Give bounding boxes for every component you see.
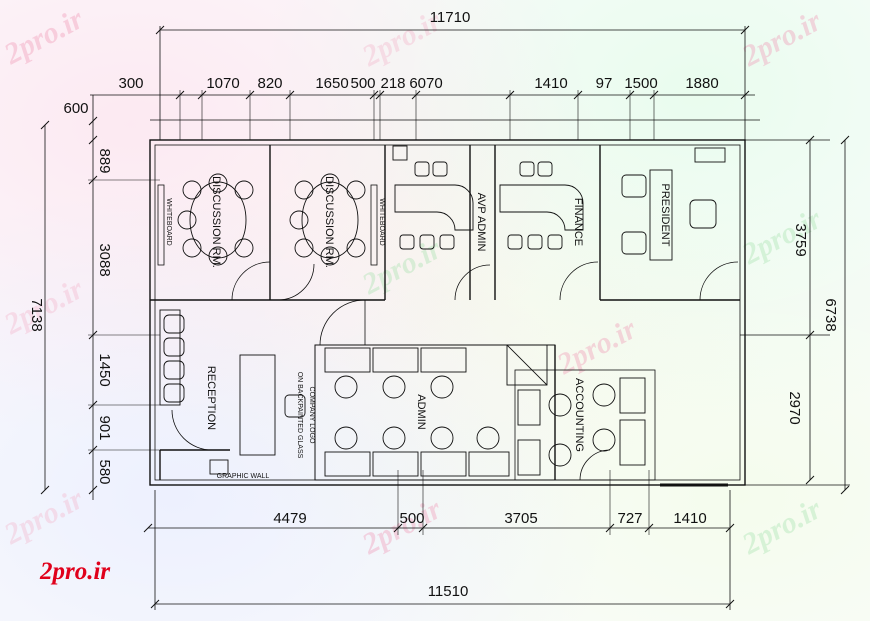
label-company-logo: COMPANY LOGO — [308, 387, 315, 444]
dim-top-9: 97 — [596, 75, 613, 92]
dim-right-1: 3759 — [792, 223, 809, 256]
dim-bottom-1: 4479 — [273, 510, 306, 527]
label-reception: RECEPTION — [205, 366, 217, 430]
label-president: PRESIDENT — [659, 184, 671, 247]
dim-top-4: 1650 — [315, 75, 348, 92]
label-admin: ADMIN — [415, 394, 427, 430]
dim-left-2: 889 — [96, 148, 113, 173]
dimension-ticks — [40, 25, 850, 609]
dim-right-outer: 6738 — [822, 298, 839, 331]
walls — [149, 139, 746, 487]
dim-bottom-3: 3705 — [504, 510, 537, 527]
site-brand[interactable]: 2pro.ir — [40, 558, 111, 585]
dim-top-total: 11710 — [430, 9, 471, 26]
admin-workstations — [324, 344, 548, 477]
dim-top-11: 1880 — [685, 75, 718, 92]
dim-left-1: 600 — [63, 100, 88, 117]
discussion-table-1 — [177, 173, 254, 266]
president-desk — [621, 147, 726, 261]
dim-top-8: 1410 — [534, 75, 567, 92]
whiteboards — [157, 184, 378, 266]
label-discussion-1: DISCUSSION RM. — [210, 176, 222, 268]
discussion-table-2 — [289, 173, 366, 266]
label-graphic-wall: GRAPHIC WALL — [217, 473, 270, 480]
dim-bottom-2: 500 — [399, 510, 424, 527]
dim-top-3: 820 — [257, 75, 282, 92]
label-whiteboard-1: WHITEBOARD — [165, 198, 172, 245]
dim-top-5: 500 — [350, 75, 375, 92]
label-finance: FINANCE — [572, 198, 584, 246]
label-whiteboard-2: WHITEBOARD — [378, 198, 385, 245]
label-backpainted-glass: ON BACKPAINTED GLASS — [296, 372, 303, 459]
extension-lines — [88, 90, 655, 535]
dim-left-5: 901 — [96, 415, 113, 440]
doors — [171, 261, 739, 481]
dim-top-10: 1500 — [624, 75, 657, 92]
dim-top-6: 218 — [380, 75, 405, 92]
dim-right-2: 2970 — [786, 391, 803, 424]
dim-bottom-total: 11510 — [428, 583, 469, 600]
dim-bottom-4: 727 — [617, 510, 642, 527]
dim-top-2: 1070 — [206, 75, 239, 92]
dim-left-outer: 7138 — [28, 298, 45, 331]
avp-desk — [392, 145, 474, 250]
label-avp-admin: AVP ADMIN — [475, 193, 487, 252]
label-discussion-2: DISCUSSION RM. — [323, 176, 335, 268]
dim-left-4: 1450 — [96, 353, 113, 386]
dim-top-7: 6070 — [409, 75, 442, 92]
dim-top-1: 300 — [118, 75, 143, 92]
dim-left-3: 3088 — [96, 243, 113, 276]
finance-desk — [499, 161, 584, 250]
reception-furniture — [159, 309, 306, 475]
label-accounting: ACCOUNTING — [573, 378, 585, 452]
accounting-furniture — [517, 377, 646, 476]
dim-bottom-5: 1410 — [673, 510, 706, 527]
dim-left-6: 580 — [96, 459, 113, 484]
dimension-lines — [44, 26, 850, 610]
